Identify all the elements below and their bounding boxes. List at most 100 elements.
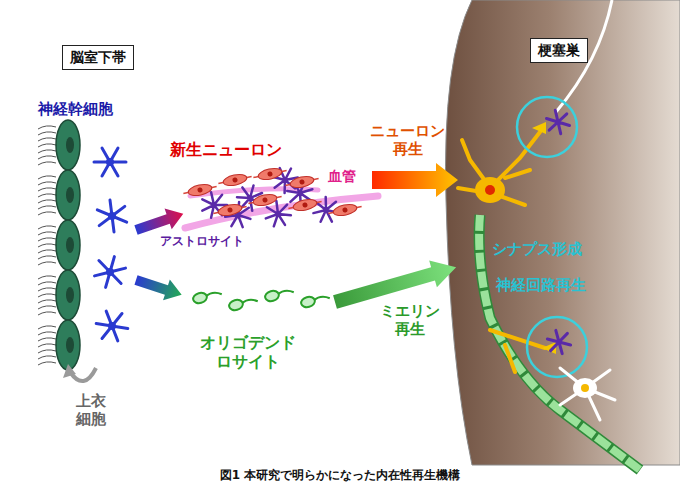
astrocyte (266, 201, 291, 226)
cilium (38, 294, 56, 297)
oligo-arrow (133, 270, 185, 306)
neural-stem-cell (94, 148, 126, 176)
new-neuron (182, 182, 217, 199)
post-synaptic-cell (547, 110, 570, 133)
neural-stem-cell (96, 311, 128, 341)
cilium (38, 132, 56, 135)
cell-body (106, 268, 114, 276)
cilium (38, 194, 56, 197)
cell-label: 上衣 細胞 (76, 392, 106, 428)
cilium (38, 200, 56, 203)
cell-label: アストロサイト (160, 234, 244, 248)
region-label-box: 梗塞巣 (530, 38, 588, 63)
axon (479, 215, 640, 470)
cilium (38, 356, 56, 359)
region-name: 梗塞巣 (538, 42, 580, 59)
cilium (38, 332, 56, 335)
cilium (38, 212, 56, 215)
cell-nucleus (66, 337, 74, 353)
cilium (38, 182, 56, 185)
new-neuron (247, 192, 282, 209)
cell-label: シナプス形成 (492, 240, 582, 258)
synapse-circle (527, 317, 587, 377)
cilium (38, 350, 56, 353)
ependymal-cell (56, 270, 80, 320)
new-neuron (327, 202, 362, 219)
cell-nucleus (66, 237, 74, 253)
synapse-circle (517, 97, 577, 157)
cilium (38, 176, 56, 179)
neural-stem-cell (97, 200, 126, 232)
post-synaptic-cell (547, 330, 570, 353)
new-neuron (252, 166, 287, 183)
cilium (38, 188, 56, 191)
cilium (38, 238, 56, 241)
neuron-nucleus (485, 185, 495, 195)
cilium (38, 150, 56, 153)
cilium (38, 300, 56, 303)
cilium (38, 362, 56, 365)
ependymal-cells (38, 120, 80, 370)
ependymal-cell (56, 220, 80, 270)
ependymal-cell (56, 120, 80, 170)
cilium (38, 276, 56, 279)
cilium (38, 226, 56, 229)
cell-body (106, 158, 114, 166)
oligodendrocyte (300, 291, 331, 308)
cilium (38, 312, 56, 315)
ependymal-cell (56, 170, 80, 220)
cell-label: オリゴデンド ロサイト (200, 333, 296, 371)
cilium (38, 232, 56, 235)
cilium (38, 126, 56, 129)
myelin-sheath (479, 215, 640, 470)
ependymal-cell (56, 320, 80, 370)
neuron-regeneration-arrow (372, 163, 458, 197)
cilium (38, 162, 56, 165)
host-neuron (560, 368, 615, 420)
region-label-box: 脳室下帯 (62, 45, 134, 70)
oligodendrocyte (264, 285, 295, 302)
cell-nucleus (66, 187, 74, 203)
post-synaptic-cells (547, 110, 571, 353)
region-name: 脳室下帯 (70, 49, 126, 66)
neural-stem-cell (95, 257, 126, 288)
cell-label: 神経回路再生 (496, 276, 586, 294)
new-neuron (217, 172, 252, 189)
cilium (38, 288, 56, 291)
cilium (38, 256, 56, 259)
cilium (38, 244, 56, 247)
oligodendrocyte (228, 294, 259, 311)
cell-body (108, 212, 116, 220)
cell-label: ニューロン 再生 (370, 122, 445, 158)
cell-nucleus (66, 287, 74, 303)
new-neurons (182, 166, 362, 219)
cell-body (108, 322, 116, 330)
synapse-terminal (532, 122, 546, 134)
new-neuron (284, 174, 319, 191)
cilium (38, 326, 56, 329)
cilium (38, 282, 56, 285)
oligodendrocytes (192, 285, 331, 311)
figure-caption: 図1 本研究で明らかになった内在性再生機構 (0, 467, 680, 484)
cilium (38, 262, 56, 265)
cilium (38, 206, 56, 209)
cilium (38, 338, 56, 341)
cell-label: 新生ニューロン (170, 140, 282, 159)
cilium (38, 144, 56, 147)
stem-cells (94, 148, 128, 341)
neuron-body (475, 177, 505, 203)
host-neuron-body (573, 378, 597, 398)
cell-label: 神経幹細胞 (38, 100, 113, 118)
cell-label: 血管 (328, 168, 356, 185)
cilium (38, 138, 56, 141)
new-neuron (212, 202, 247, 219)
oligodendrocyte (192, 287, 223, 304)
cilium (38, 250, 56, 253)
cilium (38, 156, 56, 159)
cell-label: ミエリン 再生 (380, 302, 440, 338)
cilium (38, 306, 56, 309)
host-neuron-nucleus (581, 384, 589, 392)
return-arrowhead (63, 364, 76, 378)
cilium (38, 344, 56, 347)
